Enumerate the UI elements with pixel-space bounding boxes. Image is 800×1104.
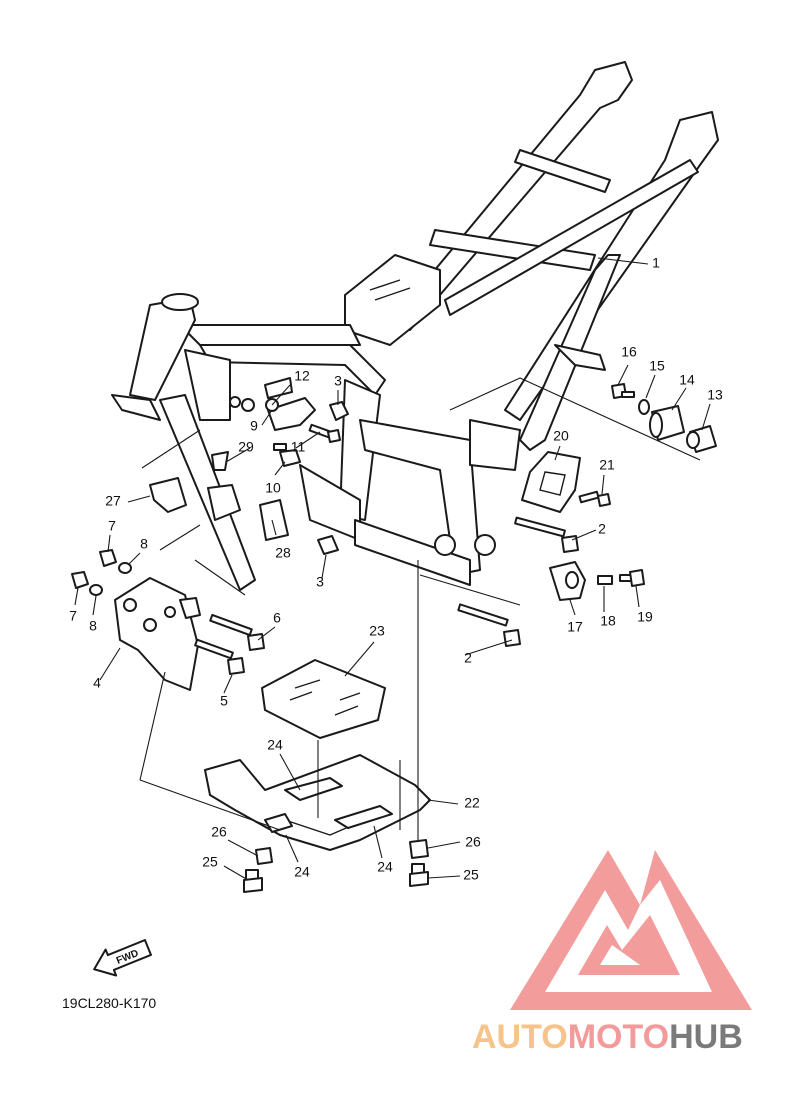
bolt-11 bbox=[308, 423, 341, 443]
bolt-25-right bbox=[409, 863, 429, 887]
damper-14 bbox=[649, 405, 685, 441]
callout-29: 29 bbox=[238, 439, 254, 455]
brand-part-auto: AUTO bbox=[472, 1018, 568, 1056]
callout-7-upper: 7 bbox=[108, 518, 116, 534]
diagram-code: 19CL280-K170 bbox=[62, 995, 156, 1011]
callout-leaders bbox=[74, 257, 711, 881]
callout-19: 19 bbox=[637, 609, 653, 625]
callout-8-lower: 8 bbox=[89, 618, 97, 634]
callout-24-top: 24 bbox=[267, 737, 283, 753]
callout-15: 15 bbox=[649, 358, 665, 374]
callout-17: 17 bbox=[567, 619, 583, 635]
bolt-2-lower bbox=[457, 603, 521, 647]
washer-8-upper bbox=[118, 562, 132, 574]
callout-6: 6 bbox=[273, 610, 281, 626]
bolt-21 bbox=[578, 490, 611, 507]
engine-bracket-4 bbox=[114, 577, 201, 691]
collar-18 bbox=[597, 575, 613, 585]
callout-2-upper: 2 bbox=[598, 521, 606, 537]
callout-8-upper: 8 bbox=[140, 536, 148, 552]
bolt-6 bbox=[209, 613, 265, 651]
pad-24-right bbox=[334, 805, 393, 829]
pad-24-left bbox=[284, 777, 343, 801]
brand-part-moto: MOTO bbox=[567, 1018, 670, 1056]
callout-1: 1 bbox=[652, 255, 660, 271]
callout-26-right: 26 bbox=[465, 834, 481, 850]
callout-9: 9 bbox=[250, 418, 258, 434]
washer-15 bbox=[638, 399, 650, 415]
callout-16: 16 bbox=[621, 344, 637, 360]
bracket-27 bbox=[149, 477, 187, 513]
callout-23: 23 bbox=[369, 623, 385, 639]
bracket-plate-12 bbox=[265, 397, 316, 431]
callout-22: 22 bbox=[464, 795, 480, 811]
callout-7-lower: 7 bbox=[69, 608, 77, 624]
bolt-25-left bbox=[243, 869, 263, 893]
clip-29 bbox=[211, 451, 229, 471]
callout-12: 12 bbox=[294, 368, 310, 384]
callout-24-bottom-right: 24 bbox=[377, 859, 393, 875]
callout-26-left: 26 bbox=[211, 824, 227, 840]
nut-7-upper bbox=[99, 549, 117, 567]
bracket-20 bbox=[521, 451, 581, 513]
watermark-brand: AUTOMOTOHUB bbox=[472, 1018, 798, 1057]
callout-18: 18 bbox=[600, 613, 616, 629]
callout-21: 21 bbox=[599, 457, 615, 473]
callout-4: 4 bbox=[93, 675, 101, 691]
bolt-5 bbox=[194, 638, 245, 675]
bolt-19 bbox=[619, 569, 645, 587]
callout-28: 28 bbox=[275, 545, 291, 561]
watermark-logo-icon bbox=[510, 850, 752, 1010]
collar-26-right bbox=[409, 839, 429, 859]
collar-26-left bbox=[255, 847, 273, 865]
callout-11: 11 bbox=[291, 439, 306, 455]
bolt-16 bbox=[611, 383, 635, 399]
callout-10: 10 bbox=[265, 480, 281, 496]
assembly-lines bbox=[139, 377, 701, 840]
callout-3-upper: 3 bbox=[334, 373, 342, 389]
callout-25-right: 25 bbox=[463, 867, 479, 883]
pad-23 bbox=[261, 659, 386, 739]
callout-labels: 1 2 2 3 3 4 5 6 7 7 8 8 9 10 11 12 13 14… bbox=[69, 255, 723, 883]
nut-3-lower bbox=[317, 535, 339, 555]
bolt-2-upper bbox=[514, 516, 579, 553]
main-frame bbox=[111, 61, 719, 591]
nut-7-lower bbox=[71, 571, 89, 589]
fwd-arrow-icon: FWD bbox=[93, 939, 152, 977]
brand-part-hub: HUB bbox=[669, 1018, 743, 1056]
callout-14: 14 bbox=[679, 372, 695, 388]
guard-28 bbox=[259, 499, 289, 541]
callout-27: 27 bbox=[105, 493, 121, 509]
callout-20: 20 bbox=[553, 428, 569, 444]
callout-3-lower: 3 bbox=[316, 574, 324, 590]
damper-17 bbox=[549, 561, 586, 601]
callout-25-left: 25 bbox=[202, 854, 218, 870]
callout-13: 13 bbox=[707, 387, 723, 403]
bracket-small bbox=[207, 484, 241, 521]
washer-8-lower bbox=[89, 584, 103, 596]
collar-13 bbox=[686, 425, 717, 453]
callout-5: 5 bbox=[220, 693, 228, 709]
callout-24-bottom-left: 24 bbox=[294, 864, 310, 880]
callout-2-lower: 2 bbox=[464, 650, 472, 666]
